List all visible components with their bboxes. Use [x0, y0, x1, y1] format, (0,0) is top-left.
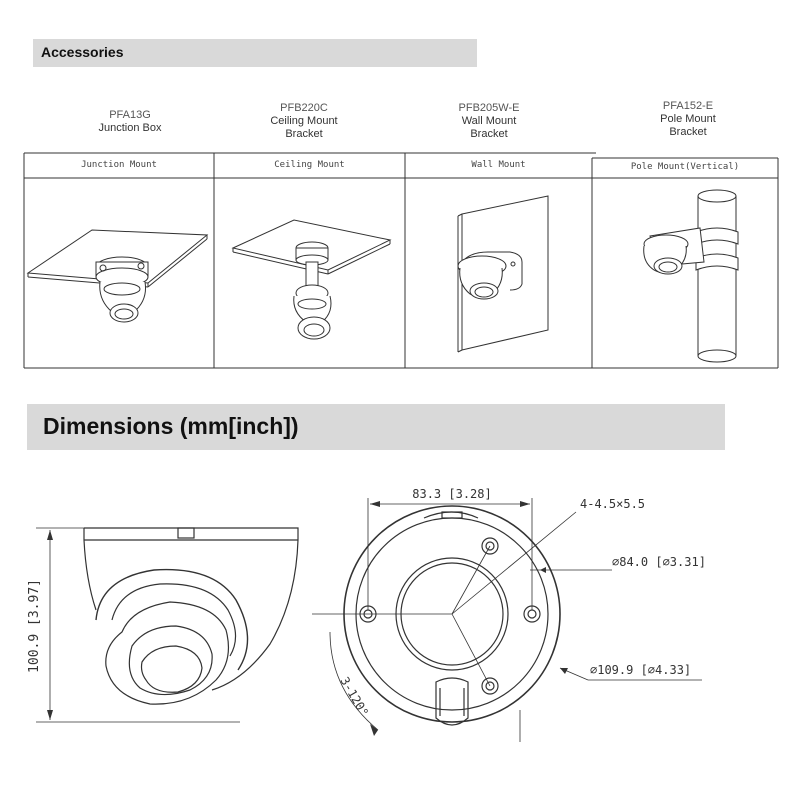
mount-label-ceiling: Ceiling Mount [274, 160, 345, 170]
product-model: PFB220C [280, 102, 328, 114]
mount-table [23, 152, 779, 369]
product-caption-ceiling-mount: PFB220C Ceiling Mount Bracket [244, 102, 364, 141]
dimension-drawing: 100.9 [3.97] 83.3 [3.28] 4-4.5× [27, 487, 706, 742]
product-model: PFB205W-E [458, 102, 520, 114]
product-name-2: Bracket [470, 128, 508, 140]
screw-holes-label: 4-4.5×5.5 [580, 497, 645, 511]
mount-label-wall: Wall Mount [471, 160, 526, 170]
width-holes-label: 83.3 [3.28] [412, 487, 491, 501]
product-name-2: Bracket [669, 126, 707, 138]
junction-mount-illustration [26, 229, 209, 323]
product-caption-junction-box: PFA13G Junction Box [70, 109, 190, 135]
side-view [36, 527, 299, 723]
inner-diameter-label: ⌀84.0 [⌀3.31] [612, 555, 706, 569]
product-name: Ceiling Mount [270, 115, 338, 127]
dimensions-title: Dimensions (mm[inch]) [43, 413, 299, 439]
mount-label-pole: Pole Mount(Vertical) [630, 162, 740, 172]
product-name: Wall Mount [461, 115, 517, 127]
height-label: 100.9 [3.97] [27, 579, 42, 673]
outer-diameter-label: ⌀109.9 [⌀4.33] [590, 663, 691, 677]
accessories-header: Accessories [33, 39, 477, 67]
product-name: Pole Mount [660, 113, 716, 125]
ceiling-mount-illustration [231, 219, 392, 340]
product-caption-wall-mount: PFB205W-E Wall Mount Bracket [429, 102, 549, 141]
product-model: PFA13G [109, 109, 151, 121]
top-view [312, 498, 702, 742]
product-name-2: Bracket [285, 128, 323, 140]
angle-label: 3-120° [337, 675, 371, 720]
wall-mount-illustration [457, 195, 549, 353]
mount-label-junction: Junction Mount [81, 160, 157, 170]
dimensions-header: Dimensions (mm[inch]) [27, 404, 725, 450]
product-model: PFA152-E [662, 100, 714, 112]
product-caption-pole-mount: PFA152-E Pole Mount Bracket [628, 100, 748, 139]
accessories-title: Accessories [41, 44, 124, 60]
pole-mount-illustration [643, 189, 739, 363]
product-name: Junction Box [98, 122, 162, 134]
